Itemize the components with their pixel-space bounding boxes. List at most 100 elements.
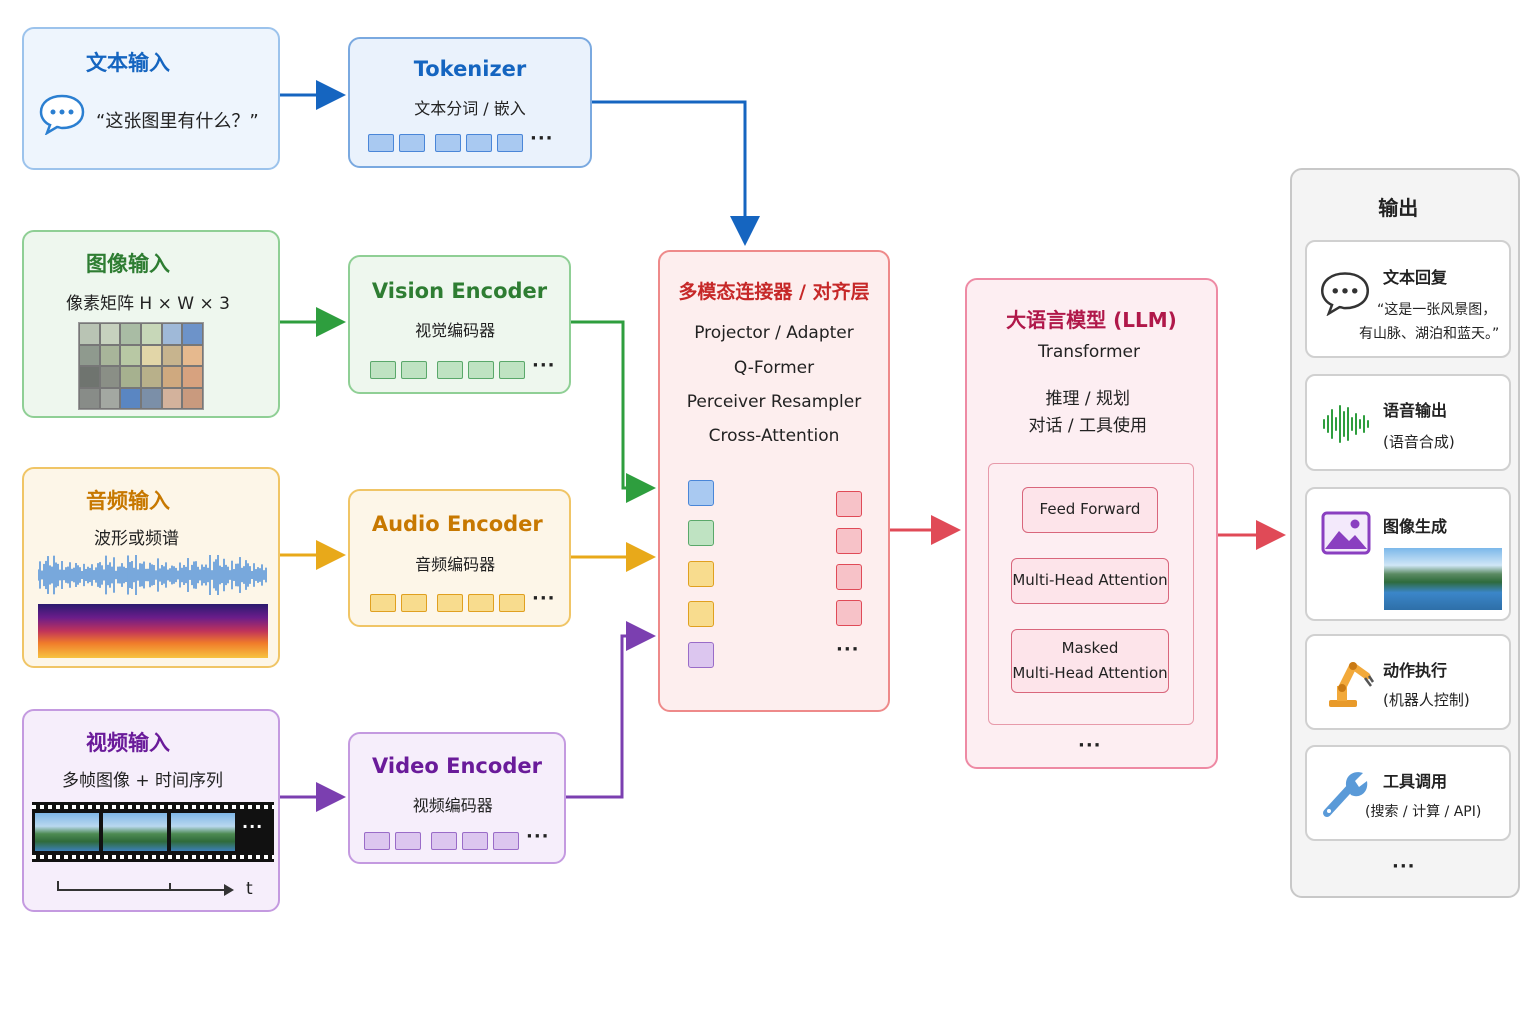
pixel-cell <box>140 366 162 388</box>
frames-ellipsis: ··· <box>242 817 264 836</box>
output-panel: 输出 文本回复 “这是一张风景图， 有山脉、湖泊和蓝天。” 语音输出 (语音合成… <box>1290 168 1520 898</box>
video-frame <box>103 813 167 851</box>
pixel-cell <box>99 323 121 345</box>
image-input-panel: 图像输入 像素矩阵 H × W × 3 <box>22 230 280 418</box>
audio-encoder-title: Audio Encoder <box>371 512 543 536</box>
llm-subtitle: Transformer <box>1038 342 1141 362</box>
aligned-token <box>836 528 862 554</box>
tokenizer-box: Tokenizer 文本分词 / 嵌入 ··· <box>348 37 592 168</box>
multimodal-connector-box: 多模态连接器 / 对齐层 Projector / Adapter Q-Forme… <box>658 250 890 712</box>
embedding-token <box>435 134 461 152</box>
audio-encoder-box: Audio Encoder 音频编码器 ··· <box>348 489 571 627</box>
embedding-token <box>499 361 525 379</box>
output-speech-desc: (语音合成) <box>1383 433 1455 451</box>
pixel-cell <box>140 344 162 366</box>
vision-encoder-sub: 视觉编码器 <box>415 321 496 340</box>
aligned-token <box>836 600 862 626</box>
pixel-cell <box>79 387 100 409</box>
connector-item: Perceiver Resampler <box>686 392 862 412</box>
embedding-token <box>437 361 463 379</box>
video-encoder-sub: 视频编码器 <box>412 796 493 815</box>
embedding-ellipsis: ··· <box>526 826 550 847</box>
embedding-token <box>497 134 523 152</box>
input-token-video <box>688 642 714 668</box>
pixel-cell <box>120 387 141 409</box>
embedding-token <box>370 361 396 379</box>
text-input-sample: “这张图里有什么？” <box>96 111 259 132</box>
input-token-audio <box>688 561 714 587</box>
pixel-cell <box>99 387 121 409</box>
input-token-audio <box>688 601 714 627</box>
pixel-cell <box>182 366 203 388</box>
time-axis-label: t <box>246 879 253 899</box>
aligned-tokens-ellipsis: ··· <box>836 639 860 660</box>
pixel-cell <box>120 344 141 366</box>
video-input-panel: 视频输入 多帧图像 + 时间序列 ··· t <box>22 709 280 912</box>
embedding-token <box>468 594 494 612</box>
pixel-cell <box>120 366 141 388</box>
embedding-token <box>493 832 519 850</box>
pixel-matrix <box>78 322 204 410</box>
input-token-image <box>688 520 714 546</box>
embedding-token <box>499 594 525 612</box>
output-speech-title: 语音输出 <box>1383 401 1448 420</box>
robot-arm-icon <box>1329 662 1375 707</box>
pixel-cell <box>182 387 203 409</box>
waveform-icon <box>1323 405 1369 443</box>
embedding-token <box>368 134 394 152</box>
vision-encoder-box: Vision Encoder 视觉编码器 ··· <box>348 255 571 394</box>
embedding-token <box>401 361 427 379</box>
pixel-cell <box>140 387 162 409</box>
embedding-token <box>401 594 427 612</box>
embedding-token <box>431 832 457 850</box>
text-input-title: 文本输入 <box>86 51 170 75</box>
tokenizer-sub: 文本分词 / 嵌入 <box>414 99 526 118</box>
vision-encoder-title: Vision Encoder <box>371 279 548 303</box>
output-tool-desc: (搜索 / 计算 / API) <box>1365 804 1482 820</box>
embedding-token <box>364 832 390 850</box>
spectrogram-graphic <box>38 604 268 658</box>
output-action-title: 动作执行 <box>1383 661 1448 680</box>
pixel-cell <box>161 323 183 345</box>
output-text-reply-title: 文本回复 <box>1383 268 1448 287</box>
video-input-title: 视频输入 <box>86 731 170 755</box>
embedding-token <box>395 832 421 850</box>
video-frame <box>35 813 99 851</box>
output-speech: 语音输出 (语音合成) <box>1305 374 1511 471</box>
connector-item: Q-Former <box>733 358 815 378</box>
output-ellipsis: ··· <box>1392 856 1416 877</box>
output-image-gen: 图像生成 <box>1305 487 1511 621</box>
embedding-ellipsis: ··· <box>530 128 554 149</box>
embedding-token <box>466 134 492 152</box>
text-input-panel: 文本输入 “这张图里有什么？” <box>22 27 280 170</box>
connector-item: Cross-Attention <box>708 426 840 446</box>
embedding-ellipsis: ··· <box>532 355 556 376</box>
connector-item: Projector / Adapter <box>694 323 854 343</box>
waveform-graphic <box>38 555 267 595</box>
multi-head-attention-layer: Multi-Head Attention <box>1011 558 1169 604</box>
embedding-token <box>462 832 488 850</box>
output-tool-title: 工具调用 <box>1383 772 1448 791</box>
video-encoder-box: Video Encoder 视频编码器 ··· <box>348 732 566 864</box>
llm-title: 大语言模型 (LLM) <box>1006 308 1177 332</box>
aligned-token <box>836 491 862 517</box>
llm-line-dialog: 对话 / 工具使用 <box>1028 416 1148 436</box>
video-frame <box>171 813 235 851</box>
connector-title: 多模态连接器 / 对齐层 <box>678 281 870 303</box>
output-text-reply: 文本回复 “这是一张风景图， 有山脉、湖泊和蓝天。” <box>1305 240 1511 358</box>
llm-ellipsis: ··· <box>1078 735 1102 756</box>
embedding-ellipsis: ··· <box>532 588 556 609</box>
video-input-desc: 多帧图像 + 时间序列 <box>62 771 224 791</box>
output-text-reply-desc: 有山脉、湖泊和蓝天。” <box>1359 326 1500 342</box>
image-input-desc: 像素矩阵 H × W × 3 <box>66 294 230 314</box>
pixel-cell <box>161 387 183 409</box>
output-image-gen-title: 图像生成 <box>1383 517 1448 536</box>
input-token-text <box>688 480 714 506</box>
time-axis <box>57 889 227 891</box>
llm-line-reasoning: 推理 / 规划 <box>1045 389 1131 409</box>
audio-input-title: 音频输入 <box>86 489 170 513</box>
pixel-cell <box>161 366 183 388</box>
transformer-block <box>988 463 1194 725</box>
pixel-cell <box>99 366 121 388</box>
audio-input-desc: 波形或频谱 <box>94 529 179 549</box>
